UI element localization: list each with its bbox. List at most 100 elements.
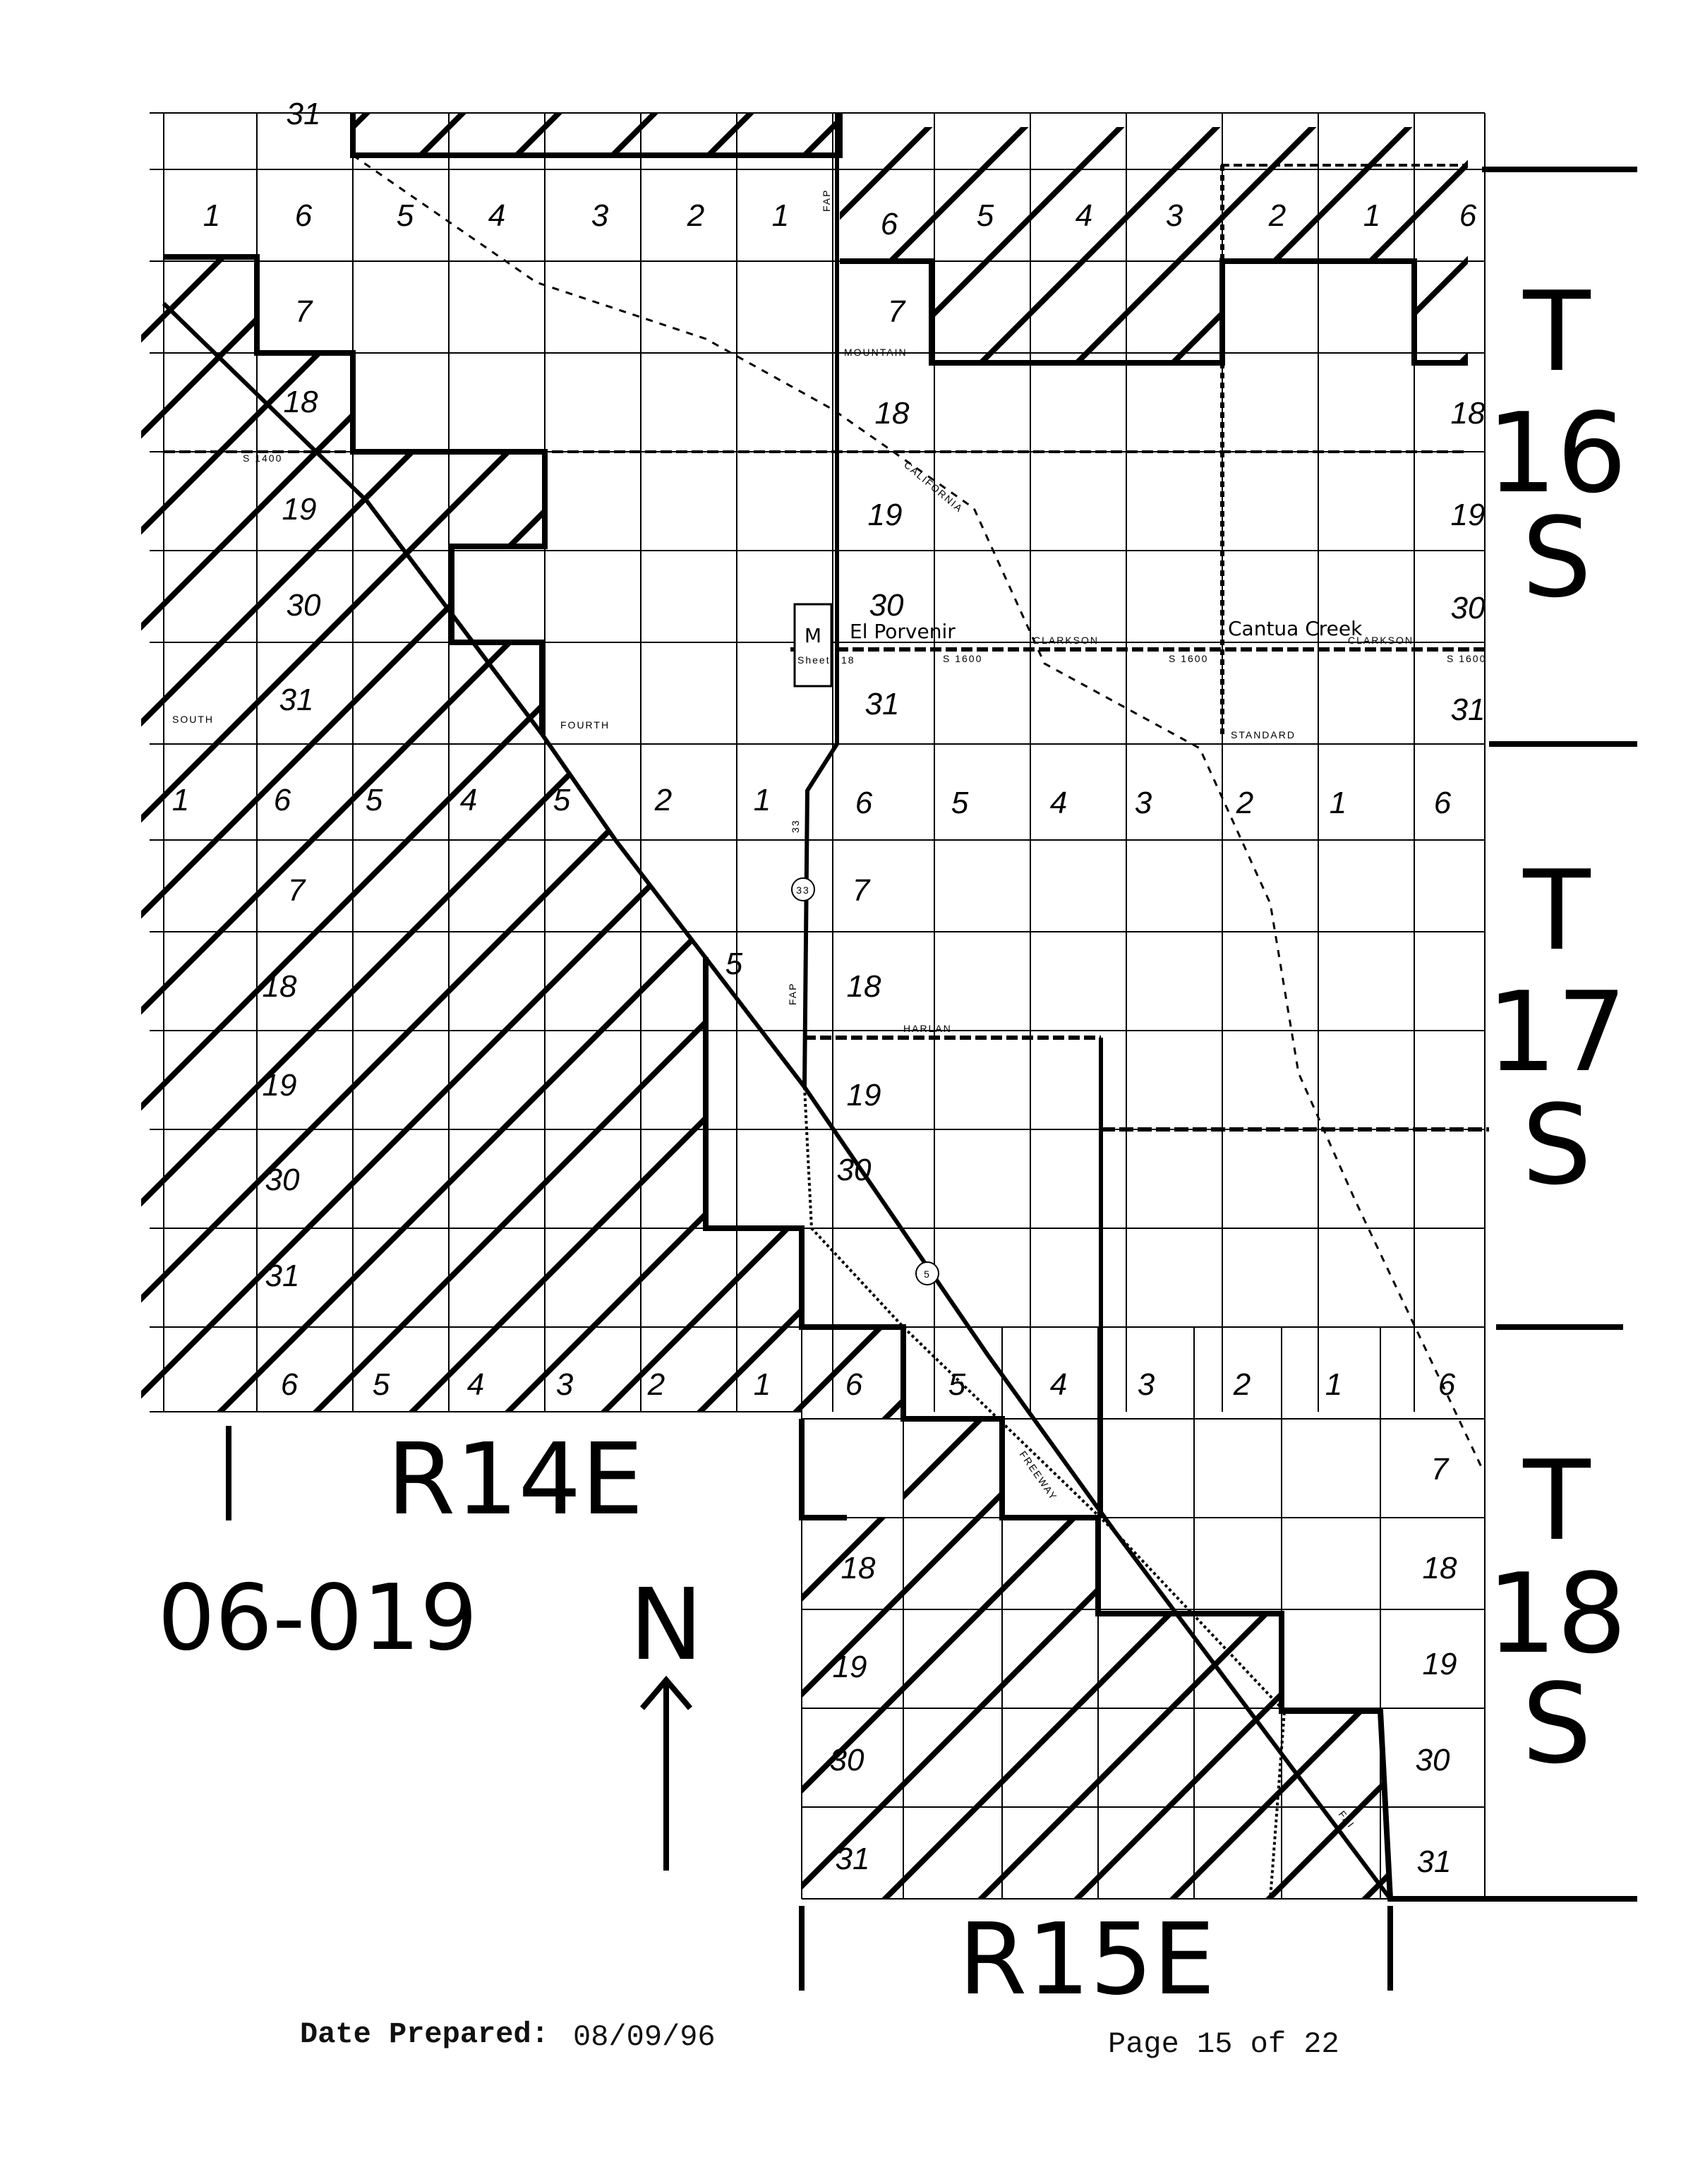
i5-shield-icon [915, 1261, 939, 1285]
section-number: 6 [274, 783, 291, 817]
section-number: 7 [888, 294, 906, 329]
place-cantua-creek: Cantua Creek [1228, 617, 1363, 640]
roads [162, 113, 1489, 1900]
section-number: 31 [865, 687, 900, 721]
label-mountain: MOUNTAIN [844, 347, 908, 358]
section-number: 2 [647, 1367, 665, 1402]
section-number: 3 [1166, 198, 1183, 233]
section-number: 31 [287, 97, 321, 131]
label-clarkson-1: CLARKSON [1033, 635, 1099, 646]
township-18-n: 18 [1487, 1549, 1627, 1678]
section-number: 5 [951, 786, 969, 820]
section-number: 6 [1438, 1367, 1456, 1402]
section-number: 19 [833, 1650, 867, 1684]
section-number: 18 [1423, 1551, 1457, 1585]
footer-date-label: Date Prepared: [300, 2017, 549, 2051]
township-16-t: T [1522, 268, 1591, 396]
section-number: 31 [836, 1842, 870, 1876]
section-number: 3 [1138, 1367, 1155, 1402]
section-number: 6 [845, 1367, 863, 1402]
section-number: 18 [841, 1551, 876, 1585]
i5-shield-number: 5 [924, 1268, 931, 1280]
section-number: 2 [687, 198, 704, 233]
township-markers [226, 167, 1637, 1991]
label-fourth: FOURTH [560, 719, 610, 731]
section-number: 30 [287, 588, 321, 623]
township-17-n: 17 [1487, 968, 1627, 1096]
section-number: 19 [282, 492, 317, 527]
sheet-box [793, 603, 833, 688]
section-number: 18 [284, 385, 318, 419]
section-number: 31 [1451, 692, 1486, 727]
hatched-area-top-right [840, 127, 1468, 363]
section-number: 1 [172, 783, 189, 817]
section-number: 1 [772, 198, 789, 233]
section-number: 18 [1451, 396, 1486, 431]
interstate-5 [162, 301, 1392, 1900]
hatched-area-southwest [141, 257, 1390, 1899]
section-number: 31 [279, 683, 314, 717]
township-16-s: S [1522, 493, 1591, 622]
section-number: 6 [1434, 786, 1452, 820]
route-33 [802, 113, 839, 1088]
township-16-n: 16 [1487, 389, 1627, 517]
section-number: 1 [1325, 1367, 1342, 1402]
boundaries [164, 113, 1489, 1902]
section-number: 7 [295, 294, 313, 329]
section-number: 5 [373, 1367, 390, 1402]
section-number: 7 [1431, 1452, 1450, 1487]
township-18-t: T [1522, 1436, 1591, 1565]
section-number: 7 [288, 873, 306, 908]
section-number: 3 [591, 198, 609, 233]
label-s1600-2: S 1600 [1169, 653, 1208, 664]
section-number: 1 [754, 783, 771, 817]
footer-page-number: Page 15 of 22 [1108, 2027, 1339, 2061]
label-harlan: HARLAN [903, 1023, 952, 1034]
section-number: 1 [1330, 786, 1346, 820]
sheet-box-label: Sheet [797, 654, 831, 666]
section-number: 4 [467, 1367, 484, 1402]
section-number: 2 [1268, 198, 1286, 233]
sheet-box-letter: M [805, 624, 821, 647]
section-number: 4 [1050, 1367, 1067, 1402]
township-17-s: S [1522, 1081, 1591, 1209]
section-number: 18 [263, 969, 297, 1004]
range-15e-label: R15E [958, 1902, 1215, 2017]
section-number: 2 [1233, 1367, 1251, 1402]
section-number: 6 [855, 786, 873, 820]
section-number: 3 [1135, 786, 1152, 820]
section-number: 30 [869, 588, 904, 623]
sheet-box-number: 18 [841, 654, 855, 666]
hatched-areas [141, 113, 1468, 1899]
section-number: 7 [852, 873, 871, 908]
section-number: 2 [654, 783, 672, 817]
section-number: 6 [281, 1367, 299, 1402]
section-number: 5 [366, 783, 383, 817]
section-number: 1 [1363, 198, 1380, 233]
label-s1600-1: S 1600 [943, 653, 982, 664]
label-fap-2: FAP [787, 983, 798, 1005]
section-number: 31 [1417, 1844, 1452, 1879]
range-14e-label: R14E [387, 1422, 644, 1537]
section-number: 5 [977, 198, 994, 233]
section-number: 6 [295, 198, 313, 233]
route-33-shield-icon [791, 877, 815, 901]
section-number: 2 [1236, 786, 1253, 820]
label-south: SOUTH [172, 714, 214, 725]
section-number: 1 [754, 1367, 771, 1402]
map-annotations: M Sheet 18 El Porvenir Cantua Creek CALI… [172, 189, 1485, 1831]
section-number: 30 [1451, 591, 1486, 625]
section-number: 19 [1451, 498, 1486, 532]
section-number: 3 [556, 1367, 574, 1402]
township-labels: T 16 S T 17 S T 18 S R14E R15E 06-019 N [157, 268, 1627, 2017]
section-number: 5 [948, 1367, 966, 1402]
footer-date-value: 08/09/96 [573, 2020, 716, 2054]
label-standard: STANDARD [1231, 729, 1296, 740]
label-fap-1: FAP [821, 189, 832, 212]
section-number: 4 [488, 198, 505, 233]
section-number: 5 [553, 783, 571, 817]
township-17-t: T [1522, 846, 1591, 975]
label-route-33: 33 [790, 819, 801, 833]
